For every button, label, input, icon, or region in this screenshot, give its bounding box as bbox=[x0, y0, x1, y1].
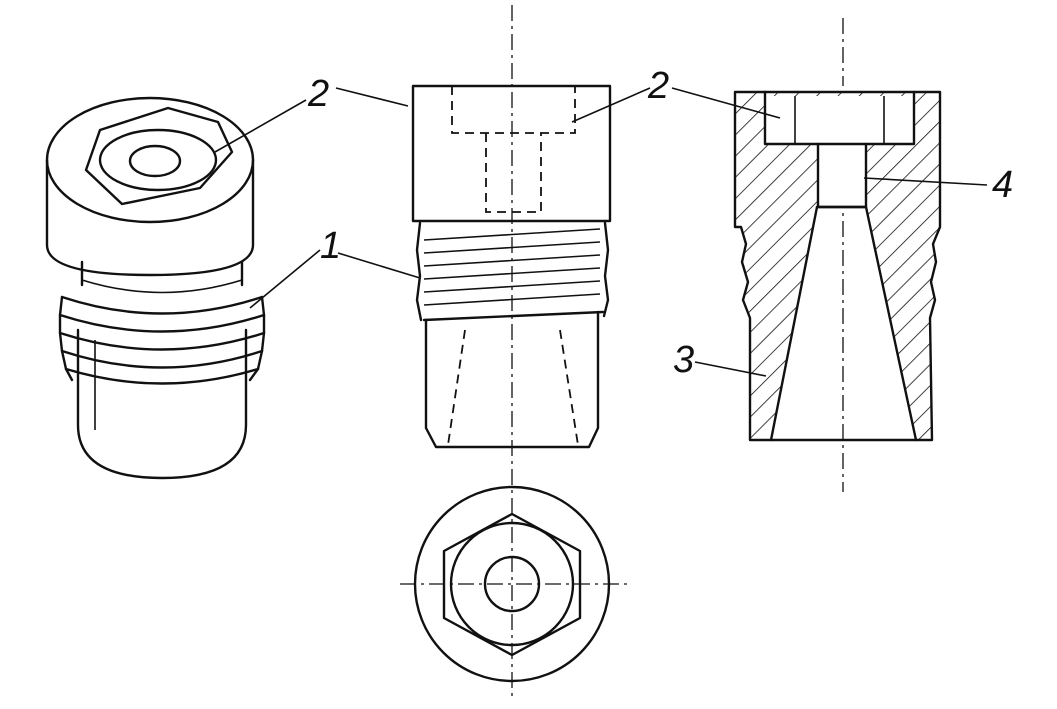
isometric-view bbox=[45, 96, 266, 480]
bottom-view bbox=[400, 485, 632, 683]
iso-body bbox=[76, 328, 248, 480]
bottom-outer-circle bbox=[413, 485, 611, 683]
front-view bbox=[411, 5, 612, 700]
iso-thread bbox=[58, 260, 266, 385]
label-1-isometric: 1 bbox=[320, 225, 341, 267]
label-2-front: 2 bbox=[647, 65, 669, 107]
label-2-isometric: 2 bbox=[307, 73, 329, 115]
label-4-section: 4 bbox=[992, 164, 1013, 206]
front-thread bbox=[415, 221, 610, 322]
front-body bbox=[424, 310, 600, 449]
bottom-hex bbox=[442, 512, 582, 657]
front-head bbox=[411, 84, 612, 223]
iso-head bbox=[45, 96, 255, 277]
bottom-bore-circle bbox=[483, 555, 541, 613]
section-view bbox=[733, 18, 942, 492]
leader-lines bbox=[214, 87, 988, 377]
label-3-section: 3 bbox=[673, 339, 694, 381]
